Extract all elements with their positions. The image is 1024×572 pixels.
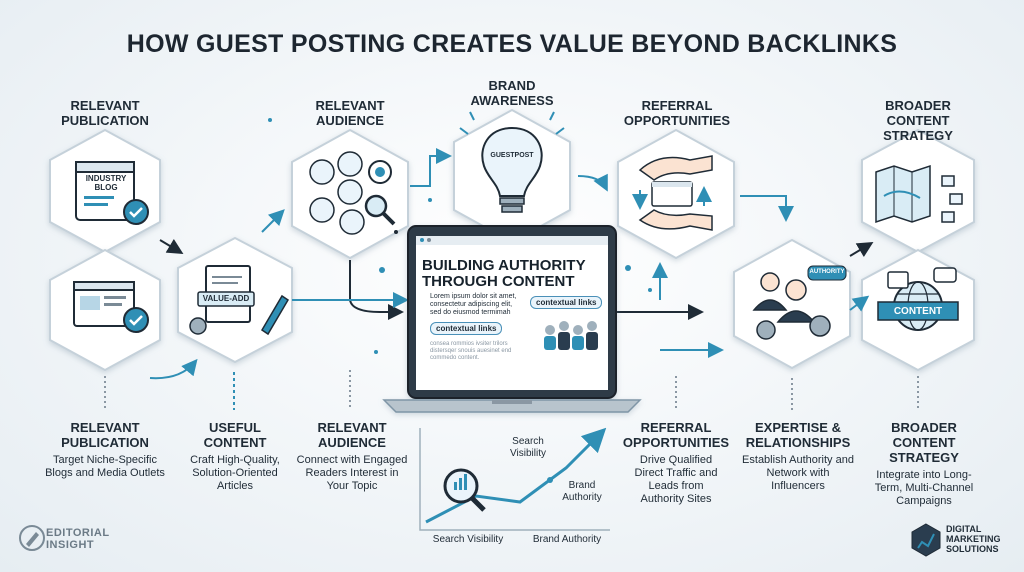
page-title: HOW GUEST POSTING CREATES VALUE BEYOND B… [126,30,898,58]
chart-label-brand-authority-mid: Brand Authority [562,480,602,503]
growth-chart [419,427,610,531]
audience-people-icon [309,151,396,235]
column-relevant-publication: RELEVANT PUBLICATION Target Niche-Specif… [40,420,170,480]
header-brand-awareness: BRAND AWARENESS [470,78,554,108]
column-desc: Drive Qualified Direct Traffic and Leads… [634,454,718,505]
value-add-label: VALUE-ADD [202,294,250,303]
digital-marketing-text: DIGITAL MARKETING SOLUTIONS [946,524,1001,554]
chart-label-search-visibility-bottom: Search Visibility [432,534,504,545]
column-label: RELEVANT AUDIENCE [317,420,387,450]
column-desc: Craft High-Quality, Solution-Oriented Ar… [190,454,280,492]
chart-label-brand-authority-bottom: Brand Authority [532,534,602,545]
publication-badge-icon [73,281,149,333]
column-label: BROADER CONTENT STRATEGY [889,420,959,465]
header-relevant-audience: RELEVANT AUDIENCE [315,98,385,128]
editorial-insight-text: EDITORIAL INSIGHT [46,527,110,551]
value-add-document-icon [189,265,290,336]
hex-expertise [733,238,851,370]
chart-label-search-visibility-top: Search Visibility [510,436,546,459]
industry-blog-label: INDUSTRY BLOG [85,174,127,192]
laptop-lorem-secondary: consea rommios ivsiter trilors distersqe… [430,341,512,361]
laptop-lorem: Lorem ipsum dolor sit amet, consectetur … [430,293,517,316]
column-label: RELEVANT PUBLICATION [61,420,149,450]
laptop-headline: BUILDING AUTHORITY THROUGH CONTENT [422,257,586,290]
contextual-links-pill-2: contextual links [430,322,503,335]
experts-network-icon [752,265,847,340]
digital-marketing-logo [911,523,941,557]
guestpost-label: GUESTPOST [490,152,534,159]
laptop-icon [382,225,642,413]
column-label: USEFUL CONTENT [203,420,267,450]
column-desc: Target Niche-Specific Blogs and Media Ou… [45,454,165,479]
content-label: CONTENT [893,306,943,317]
industry-blog-icon [75,161,149,225]
header-referral-opportunities: REFERRAL OPPORTUNITIES [623,98,731,128]
column-desc: Integrate into Long-Term, Multi-Channel … [874,469,974,507]
column-useful-content: USEFUL CONTENT Craft High-Quality, Solut… [180,420,290,493]
column-label: EXPERTISE & RELATIONSHIPS [745,420,851,450]
header-relevant-publication: RELEVANT PUBLICATION [61,98,149,128]
strategy-map-icon [875,164,963,224]
referral-hands-icon [632,155,713,231]
column-relevant-audience: RELEVANT AUDIENCE Connect with Engaged R… [296,420,408,493]
lightbulb-icon [459,111,565,213]
editorial-insight-logo [19,525,45,551]
header-broader-content-strategy: BROADER CONTENT STRATEGY [883,98,953,143]
column-broader-content-strategy: BROADER CONTENT STRATEGY Integrate into … [858,420,990,508]
contextual-links-pill-1: contextual links [530,296,603,309]
column-expertise-relationships: EXPERTISE & RELATIONSHIPS Establish Auth… [742,420,854,493]
column-referral-opportunities: REFERRAL OPPORTUNITIES Drive Qualified D… [616,420,736,506]
column-desc: Establish Authority and Network with Inf… [742,454,854,492]
column-label: REFERRAL OPPORTUNITIES [622,420,730,450]
authority-label: AUTHORITY [809,269,845,275]
column-desc: Connect with Engaged Readers Interest in… [296,454,408,492]
globe-content-icon [877,267,959,331]
